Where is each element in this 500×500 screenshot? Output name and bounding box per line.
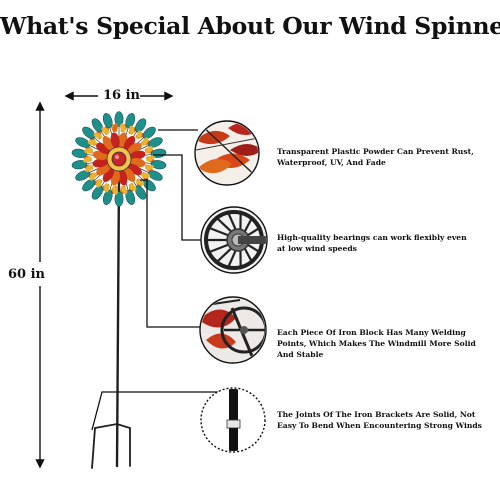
feature-text-joints: The Joints Of The Iron Brackets Are Soli… [277, 410, 482, 430]
feature-text-rust-protection: Transparent Plastic Powder Can Prevent R… [277, 147, 474, 167]
width-label: 16 in [103, 88, 141, 103]
height-label: 60 in [6, 265, 48, 284]
detail-circle-bearing [200, 206, 268, 274]
callout-lines [91, 129, 233, 431]
detail-circle-joint [200, 387, 266, 453]
feature-text-welding: Each Piece Of Iron Block Has Many Weldin… [277, 328, 476, 359]
detail-circle-welding [199, 296, 267, 364]
wind-spinner-head [71, 111, 167, 207]
page-title: What's Special About Our Wind Spinner [0, 12, 500, 40]
spinner-stake [91, 174, 131, 469]
height-dimension-arrow [35, 101, 45, 469]
detail-circle-paint [194, 120, 260, 186]
width-dimension-arrow [64, 91, 174, 101]
feature-text-bearings: High-quality bearings can work flexibly … [277, 233, 467, 253]
